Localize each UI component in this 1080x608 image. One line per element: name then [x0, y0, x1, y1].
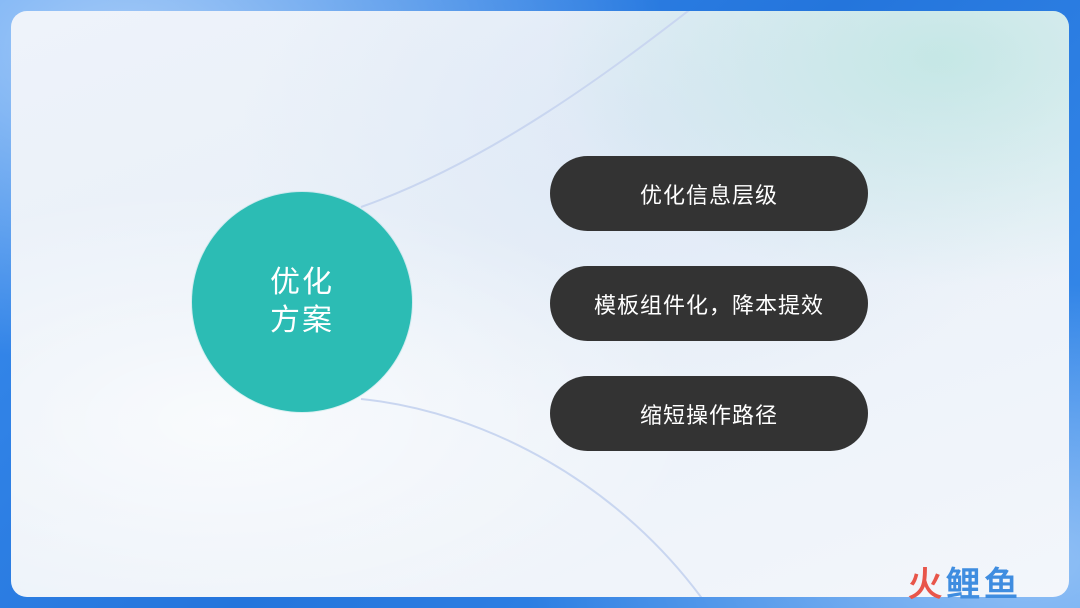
hub-circle: 优化方案	[192, 192, 412, 412]
item-pill-shorten-path: 缩短操作路径	[550, 376, 868, 451]
item-pill-info-hierarchy: 优化信息层级	[550, 156, 868, 231]
connector-curve-top	[360, 11, 690, 208]
hub-label: 优化方案	[270, 265, 334, 338]
watermark-char-2: 鲤	[946, 564, 984, 605]
slide-canvas: 优化方案 优化信息层级 模板组件化，降本提效 缩短操作路径	[11, 11, 1069, 597]
connector-curves	[360, 11, 703, 597]
item-pill-template-components: 模板组件化，降本提效	[550, 266, 868, 341]
background-haze	[11, 11, 1069, 597]
watermark-char-3: 鱼	[984, 564, 1022, 605]
watermark-logo: 火鲤鱼	[908, 563, 1058, 605]
connector-curve-bottom	[360, 398, 703, 597]
watermark-char-1: 火	[908, 564, 946, 605]
